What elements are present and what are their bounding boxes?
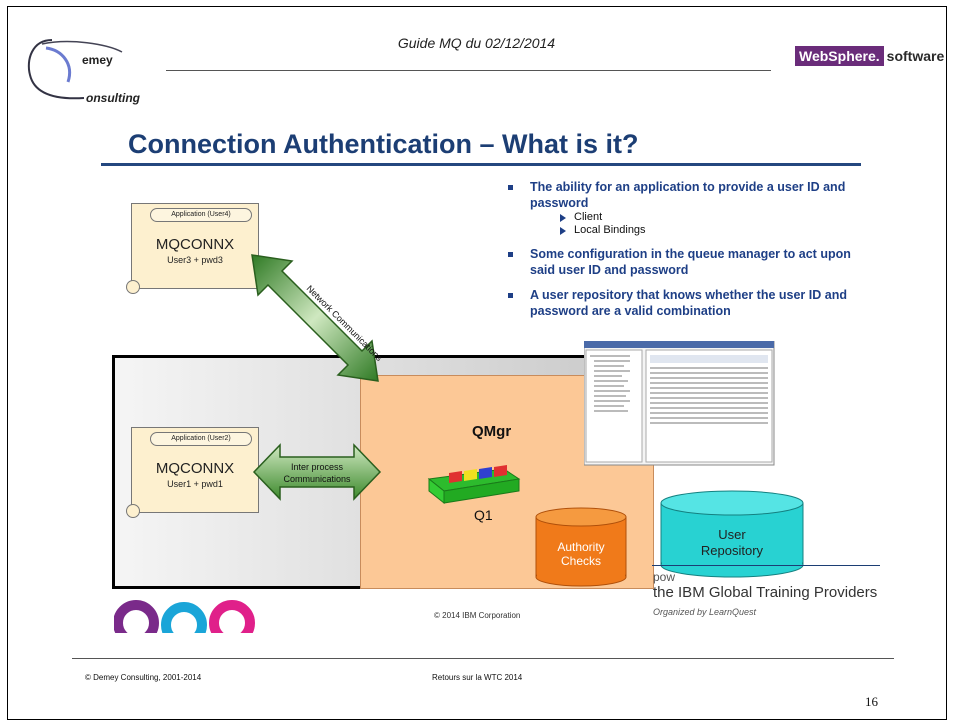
- page-number: 16: [865, 694, 878, 709]
- conference-logo-fragment: [114, 600, 255, 633]
- explorer-screenshot-thumbnail: [584, 341, 775, 466]
- sub-bullet-item: Client: [530, 211, 866, 224]
- network-communications-arrow: Network Communications: [251, 254, 385, 382]
- demey-consulting-logo: emey onsulting: [27, 39, 141, 105]
- header-rule: [166, 70, 771, 71]
- svg-text:User: User: [718, 527, 746, 542]
- training-rule: [652, 565, 880, 566]
- training-providers-text: the IBM Global Training Providers: [653, 584, 878, 601]
- inter-process-arrow: Inter process Communications: [252, 443, 382, 501]
- slide-title: Connection Authentication – What is it?: [128, 129, 639, 159]
- logo-text-onsulting: onsulting: [86, 91, 141, 105]
- sub-bullet-item: Local Bindings: [530, 224, 866, 237]
- q1-label: Q1: [474, 507, 493, 523]
- queue-tray-icon: [427, 465, 521, 505]
- application-tag: Application (User4): [150, 208, 252, 222]
- websphere-label: WebSphere.: [795, 46, 884, 66]
- footer-copyright: © Demey Consulting, 2001-2014: [85, 673, 202, 682]
- document-title: Guide MQ du 02/12/2014: [397, 35, 556, 51]
- footer-center-text: Retours sur la WTC 2014: [432, 673, 523, 682]
- slide-title-rule: [101, 163, 861, 166]
- qmgr-label: QMgr: [472, 423, 512, 440]
- powered-text: pow: [653, 570, 676, 584]
- application-tag: Application (User2): [150, 432, 252, 446]
- credentials-label: User1 + pwd1: [167, 479, 223, 489]
- footer-rule: [72, 658, 894, 659]
- logo-text-emey: emey: [82, 53, 113, 67]
- mqconnx-label: MQCONNX: [155, 236, 235, 253]
- svg-text:Checks: Checks: [561, 554, 601, 568]
- svg-text:Inter process: Inter process: [291, 462, 344, 472]
- slide-image: Connection Authentication – What is it? …: [74, 119, 890, 633]
- application-scroll-user2: Application (User2) MQCONNX User1 + pwd1: [126, 427, 259, 518]
- user-repository-cylinder: User Repository: [660, 490, 804, 578]
- credentials-label: User3 + pwd3: [167, 255, 223, 265]
- mqconnx-label: MQCONNX: [155, 460, 235, 477]
- organized-by-text: Organized by LearnQuest: [653, 607, 757, 617]
- svg-text:Authority: Authority: [557, 540, 604, 554]
- authority-checks-cylinder: Authority Checks: [535, 507, 627, 587]
- bullet-item: The ability for an application to provid…: [506, 179, 866, 237]
- software-label: software: [886, 48, 945, 64]
- application-scroll-user4: Application (User4) MQCONNX User3 + pwd3: [126, 203, 259, 294]
- ibm-copyright: © 2014 IBM Corporation: [434, 611, 521, 620]
- page-frame: [7, 6, 947, 720]
- bullet-item: Some configuration in the queue manager …: [506, 246, 866, 278]
- bullet-list: The ability for an application to provid…: [506, 179, 866, 328]
- svg-text:Repository: Repository: [701, 543, 764, 558]
- websphere-badge: WebSphere. software: [795, 45, 944, 67]
- svg-text:Communications: Communications: [283, 474, 351, 484]
- bullet-item: A user repository that knows whether the…: [506, 287, 866, 319]
